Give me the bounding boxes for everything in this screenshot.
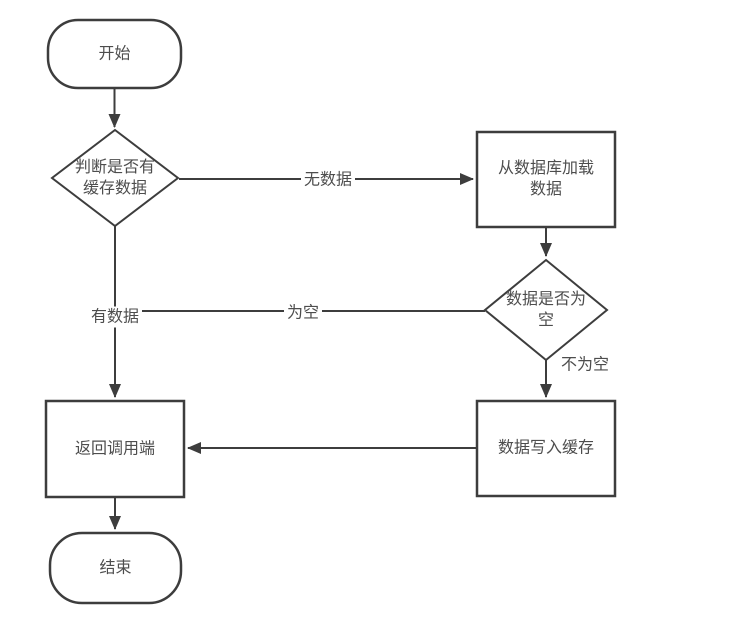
write-cache-process-shape xyxy=(475,399,617,498)
return-caller-label: 返回调用端 xyxy=(74,440,156,458)
end-terminator-shape xyxy=(48,531,183,605)
edge-label-not-empty: 不为空 xyxy=(557,354,613,376)
check-cache-label: 判断是否有 缓存数据 xyxy=(74,159,156,197)
edge-label-no-data: 无数据 xyxy=(300,169,356,191)
start-terminator-shape xyxy=(46,18,183,90)
load-db-process-shape xyxy=(475,130,617,229)
check-cache-decision-shape xyxy=(50,128,180,228)
is-empty-decision-shape xyxy=(483,258,609,362)
return-caller-process-shape xyxy=(44,399,186,499)
is-empty-label: 数据是否为 空 xyxy=(505,291,587,329)
start-label: 开始 xyxy=(98,45,131,63)
end-label: 结束 xyxy=(99,559,132,577)
write-cache-label: 数据写入缓存 xyxy=(497,439,595,457)
edge-label-has-data: 有数据 xyxy=(87,306,143,328)
edge-label-empty: 为空 xyxy=(283,302,323,324)
load-db-label: 从数据库加载 数据 xyxy=(497,160,595,198)
